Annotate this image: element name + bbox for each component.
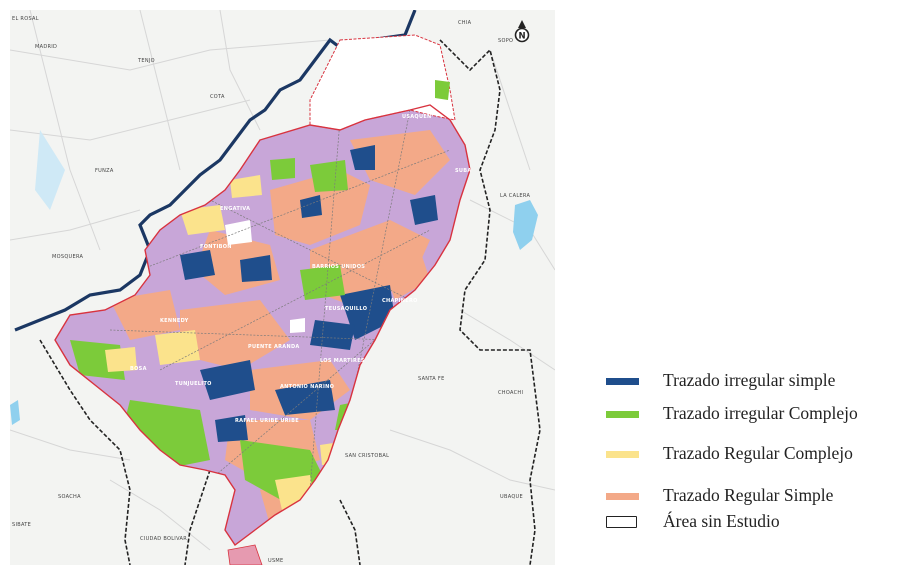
place-label: COTA <box>210 94 225 100</box>
place-label: TUNJUELITO <box>175 381 212 387</box>
water-bodies <box>10 130 538 425</box>
place-label: CHIA <box>458 20 472 26</box>
place-label: TEUSAQUILLO <box>325 306 367 312</box>
legend-label: Trazado irregular Complejo <box>663 403 858 423</box>
place-label: SIBATE <box>12 522 31 528</box>
legend-label: Trazado irregular simple <box>663 370 836 390</box>
place-label: BOSA <box>130 366 147 372</box>
place-label: CHOACHI <box>498 390 523 396</box>
place-label: FONTIBON <box>200 244 232 250</box>
place-label: TENJO <box>137 58 155 64</box>
place-label: RAFAEL URIBE URIBE <box>235 418 299 424</box>
north-arrow-label: N <box>518 31 525 41</box>
place-label: USAQUEN <box>402 114 432 120</box>
salmon-swatch-icon <box>606 493 639 500</box>
background-roads <box>10 10 555 551</box>
green-swatch-icon <box>606 411 639 418</box>
urban-area-zones <box>55 105 470 545</box>
legend-label: Trazado Regular Complejo <box>663 443 853 463</box>
place-label: CHAPINERO <box>382 298 418 304</box>
place-label: SANTA FE <box>418 376 445 382</box>
place-label: CIUDAD BOLIVAR <box>140 536 187 542</box>
place-label: EL ROSAL <box>12 16 39 22</box>
urban-boundary <box>54 104 471 547</box>
legend-label: Área sin Estudio <box>663 511 780 531</box>
municipal-borders <box>39 39 541 565</box>
place-label: LA CALERA <box>500 193 530 199</box>
legend-label: Trazado Regular Simple <box>663 485 834 505</box>
place-label: KENNEDY <box>160 318 189 324</box>
yellow-swatch-icon <box>606 451 639 458</box>
place-label: LOS MARTIRES <box>320 358 365 364</box>
map: EL ROSAL MADRID TENJO CHIA SOPO COTA FUN… <box>10 10 555 565</box>
place-label: PUENTE ARANDA <box>248 344 300 350</box>
place-label: SOPO <box>498 38 513 44</box>
north-unstudied-area <box>309 34 456 131</box>
place-label: SOACHA <box>58 494 81 500</box>
place-label: USME <box>268 558 284 564</box>
place-label: ENGATIVA <box>220 206 250 212</box>
place-label: ANTONIO NARINO <box>280 384 334 390</box>
place-label: FUNZA <box>95 168 114 174</box>
north-arrow-icon: N <box>514 20 530 43</box>
place-labels: EL ROSAL MADRID TENJO CHIA SOPO COTA FUN… <box>12 16 530 564</box>
place-label: MADRID <box>35 44 57 50</box>
dark-blue-swatch-icon <box>606 378 639 385</box>
place-label: BARRIOS UNIDOS <box>312 264 365 270</box>
place-label: MOSQUERA <box>52 254 84 260</box>
place-label: UBAQUE <box>500 494 523 500</box>
place-label: SUBA <box>455 168 472 174</box>
place-label: SAN CRISTOBAL <box>345 453 389 459</box>
river <box>14 10 417 332</box>
empty-box-swatch-icon <box>606 516 637 528</box>
